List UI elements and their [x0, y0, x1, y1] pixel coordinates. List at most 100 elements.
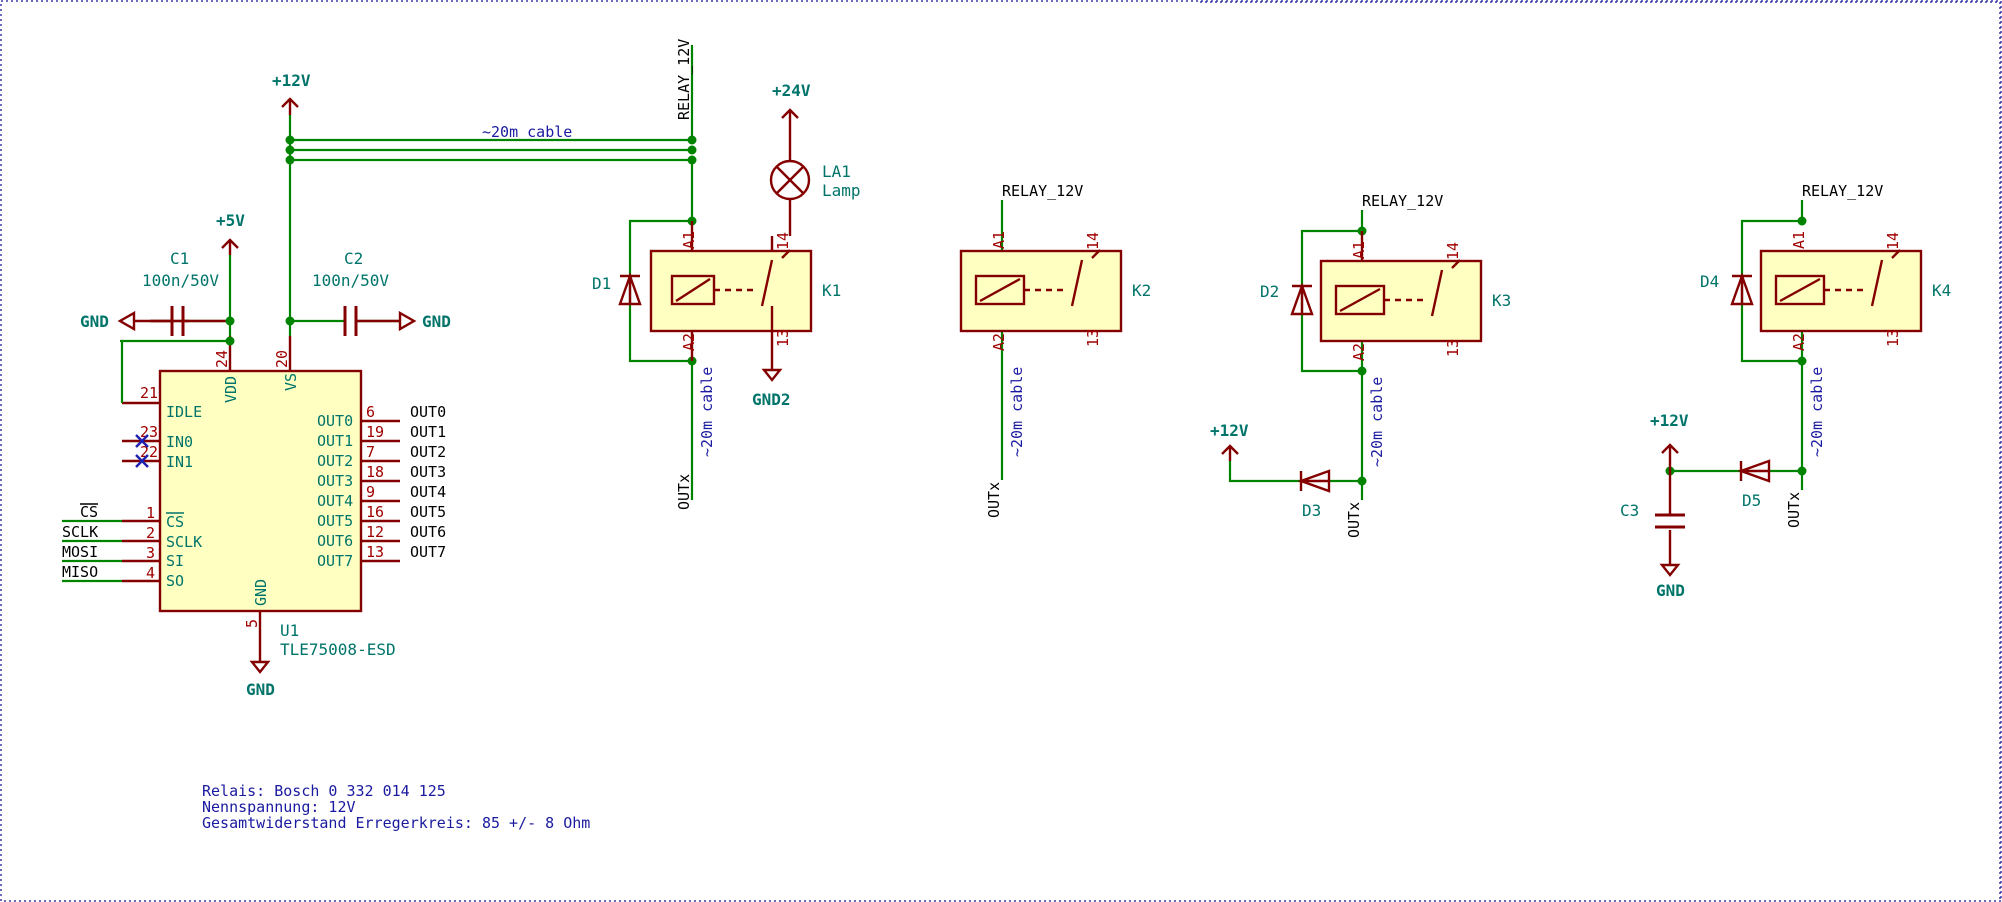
- u1-pin-6-num: 6: [366, 403, 375, 421]
- k4-pin-a1: A1: [1790, 231, 1808, 249]
- k2-ref: K2: [1132, 281, 1151, 300]
- u1-pin-16-num: 16: [366, 503, 384, 521]
- net-relay12v-k3: RELAY_12V: [1362, 192, 1443, 210]
- k4-ref: K4: [1932, 281, 1951, 300]
- k1-pin-14: 14: [774, 232, 792, 250]
- net-out1: OUT1: [410, 423, 446, 441]
- net-miso: MISO: [62, 563, 98, 581]
- diode-d4: D4: [1700, 272, 1754, 306]
- u1-pin-in1: IN1: [166, 453, 193, 471]
- u1-ref: U1: [280, 621, 299, 640]
- power-12v-symbol-k4: +12V: [1650, 411, 1689, 471]
- k3-pin-13: 13: [1444, 339, 1462, 357]
- d5-ref: D5: [1742, 491, 1761, 510]
- power-12v-label-main: +12V: [272, 71, 311, 90]
- lamp-la1: LA1 Lamp +24V: [769, 81, 861, 236]
- k4-pin-14: 14: [1884, 232, 1902, 250]
- note-coil-resistance: Gesamtwiderstand Erregerkreis: 85 +/- 8 …: [202, 814, 590, 832]
- u1-pin-out6: OUT6: [317, 532, 353, 550]
- k1-ref: K1: [822, 281, 841, 300]
- u1-pin-out2: OUT2: [317, 452, 353, 470]
- k1-pin-a1: A1: [680, 231, 698, 249]
- net-sclk: SCLK: [62, 523, 98, 541]
- power-12v-symbol-main: +12V: [272, 71, 311, 115]
- u1-pin-out4: OUT4: [317, 492, 353, 510]
- gnd-label-c2: GND: [422, 312, 451, 331]
- u1-pin-5-num: 5: [243, 619, 261, 628]
- u1-pin-22-num: 22: [140, 443, 158, 461]
- power-12v-label-k3: +12V: [1210, 421, 1249, 440]
- k2-pin-a1: A1: [990, 231, 1008, 249]
- cable-label-bus: ~20m cable: [482, 123, 572, 141]
- u1-pin-out1: OUT1: [317, 432, 353, 450]
- c1-ref: C1: [170, 249, 189, 268]
- c2-value: 100n/50V: [312, 271, 389, 290]
- u1-pin-gnd: GND: [252, 579, 270, 606]
- u1-pin-idle: IDLE: [166, 403, 202, 421]
- u1-pin-in0: IN0: [166, 433, 193, 451]
- c1-value: 100n/50V: [142, 271, 219, 290]
- u1-pin-cs: CS: [166, 513, 184, 531]
- k1-pin-13: 13: [774, 329, 792, 347]
- net-out6: OUT6: [410, 523, 446, 541]
- k3-ref: K3: [1492, 291, 1511, 310]
- u1-pin-2-num: 2: [146, 524, 155, 542]
- net-out4: OUT4: [410, 483, 446, 501]
- k2-pin-14: 14: [1084, 232, 1102, 250]
- la1-ref: LA1: [822, 162, 851, 181]
- no-connect-in1: [135, 454, 149, 468]
- capacitor-c1: C1 100n/50V: [142, 249, 230, 336]
- u1-pin-out3: OUT3: [317, 472, 353, 490]
- gnd-symbol-c3: GND: [1656, 563, 1685, 600]
- u1-pin-23-num: 23: [140, 423, 158, 441]
- k2-pin-a2: A2: [990, 333, 1008, 351]
- net-mosi: MOSI: [62, 543, 98, 561]
- u1-pin-out7: OUT7: [317, 552, 353, 570]
- c3-ref: C3: [1620, 501, 1639, 520]
- net-out3: OUT3: [410, 463, 446, 481]
- cable-label-k2: ~20m cable: [1008, 367, 1026, 457]
- u1-pin-1-num: 1: [146, 504, 155, 522]
- cable-label-k1: ~20m cable: [698, 367, 716, 457]
- u1-pin-12-num: 12: [366, 523, 384, 541]
- d3-ref: D3: [1302, 501, 1321, 520]
- net-relay12v-k2: RELAY_12V: [1002, 182, 1083, 200]
- net-relay12v-k1: RELAY_12V: [675, 39, 693, 120]
- la1-value: Lamp: [822, 181, 861, 200]
- u1-pin-9-num: 9: [366, 483, 375, 501]
- u1-pin-20-num: 20: [273, 350, 291, 368]
- cable-label-k3: ~20m cable: [1368, 377, 1386, 467]
- gnd-label-u1: GND: [246, 680, 275, 699]
- k1-pin-a2: A2: [680, 333, 698, 351]
- net-outx-k4: OUTx: [1785, 492, 1803, 528]
- u1-value: TLE75008-ESD: [280, 640, 396, 659]
- d2-ref: D2: [1260, 282, 1279, 301]
- diode-d1: D1: [592, 272, 642, 306]
- note-relay-model: Relais: Bosch 0 332 014 125: [202, 782, 446, 800]
- gnd2-label: GND2: [752, 390, 791, 409]
- u1-pin-19-num: 19: [366, 423, 384, 441]
- k4-pin-a2: A2: [1790, 333, 1808, 351]
- gnd-label-c3: GND: [1656, 581, 1685, 600]
- power-12v-label-k4: +12V: [1650, 411, 1689, 430]
- no-connect-in0: [135, 434, 149, 448]
- u1-pin-so: SO: [166, 572, 184, 590]
- net-outx-k3: OUTx: [1345, 502, 1363, 538]
- u1-pin-3-num: 3: [146, 544, 155, 562]
- k3-pin-14: 14: [1444, 242, 1462, 260]
- u1-pin-vdd: VDD: [222, 376, 240, 403]
- u1-tle75008: 21 IDLE 23 IN0 22 IN1 1 CS 2 SCLK 3 SI 4…: [122, 336, 446, 659]
- diode-d3: D3: [1297, 469, 1331, 520]
- power-5v-label: +5V: [216, 211, 245, 230]
- net-cs: CS: [80, 503, 98, 521]
- power-12v-symbol-k3: +12V: [1210, 421, 1249, 461]
- diode-d5: D5: [1737, 459, 1771, 510]
- power-24v-label: +24V: [772, 81, 811, 100]
- u1-pin-21-num: 21: [140, 384, 158, 402]
- u1-pin-vs: VS: [282, 373, 300, 391]
- u1-pin-4-num: 4: [146, 564, 155, 582]
- k2-pin-13: 13: [1084, 329, 1102, 347]
- diode-d2: D2: [1260, 282, 1314, 316]
- k3-pin-a2: A2: [1350, 343, 1368, 361]
